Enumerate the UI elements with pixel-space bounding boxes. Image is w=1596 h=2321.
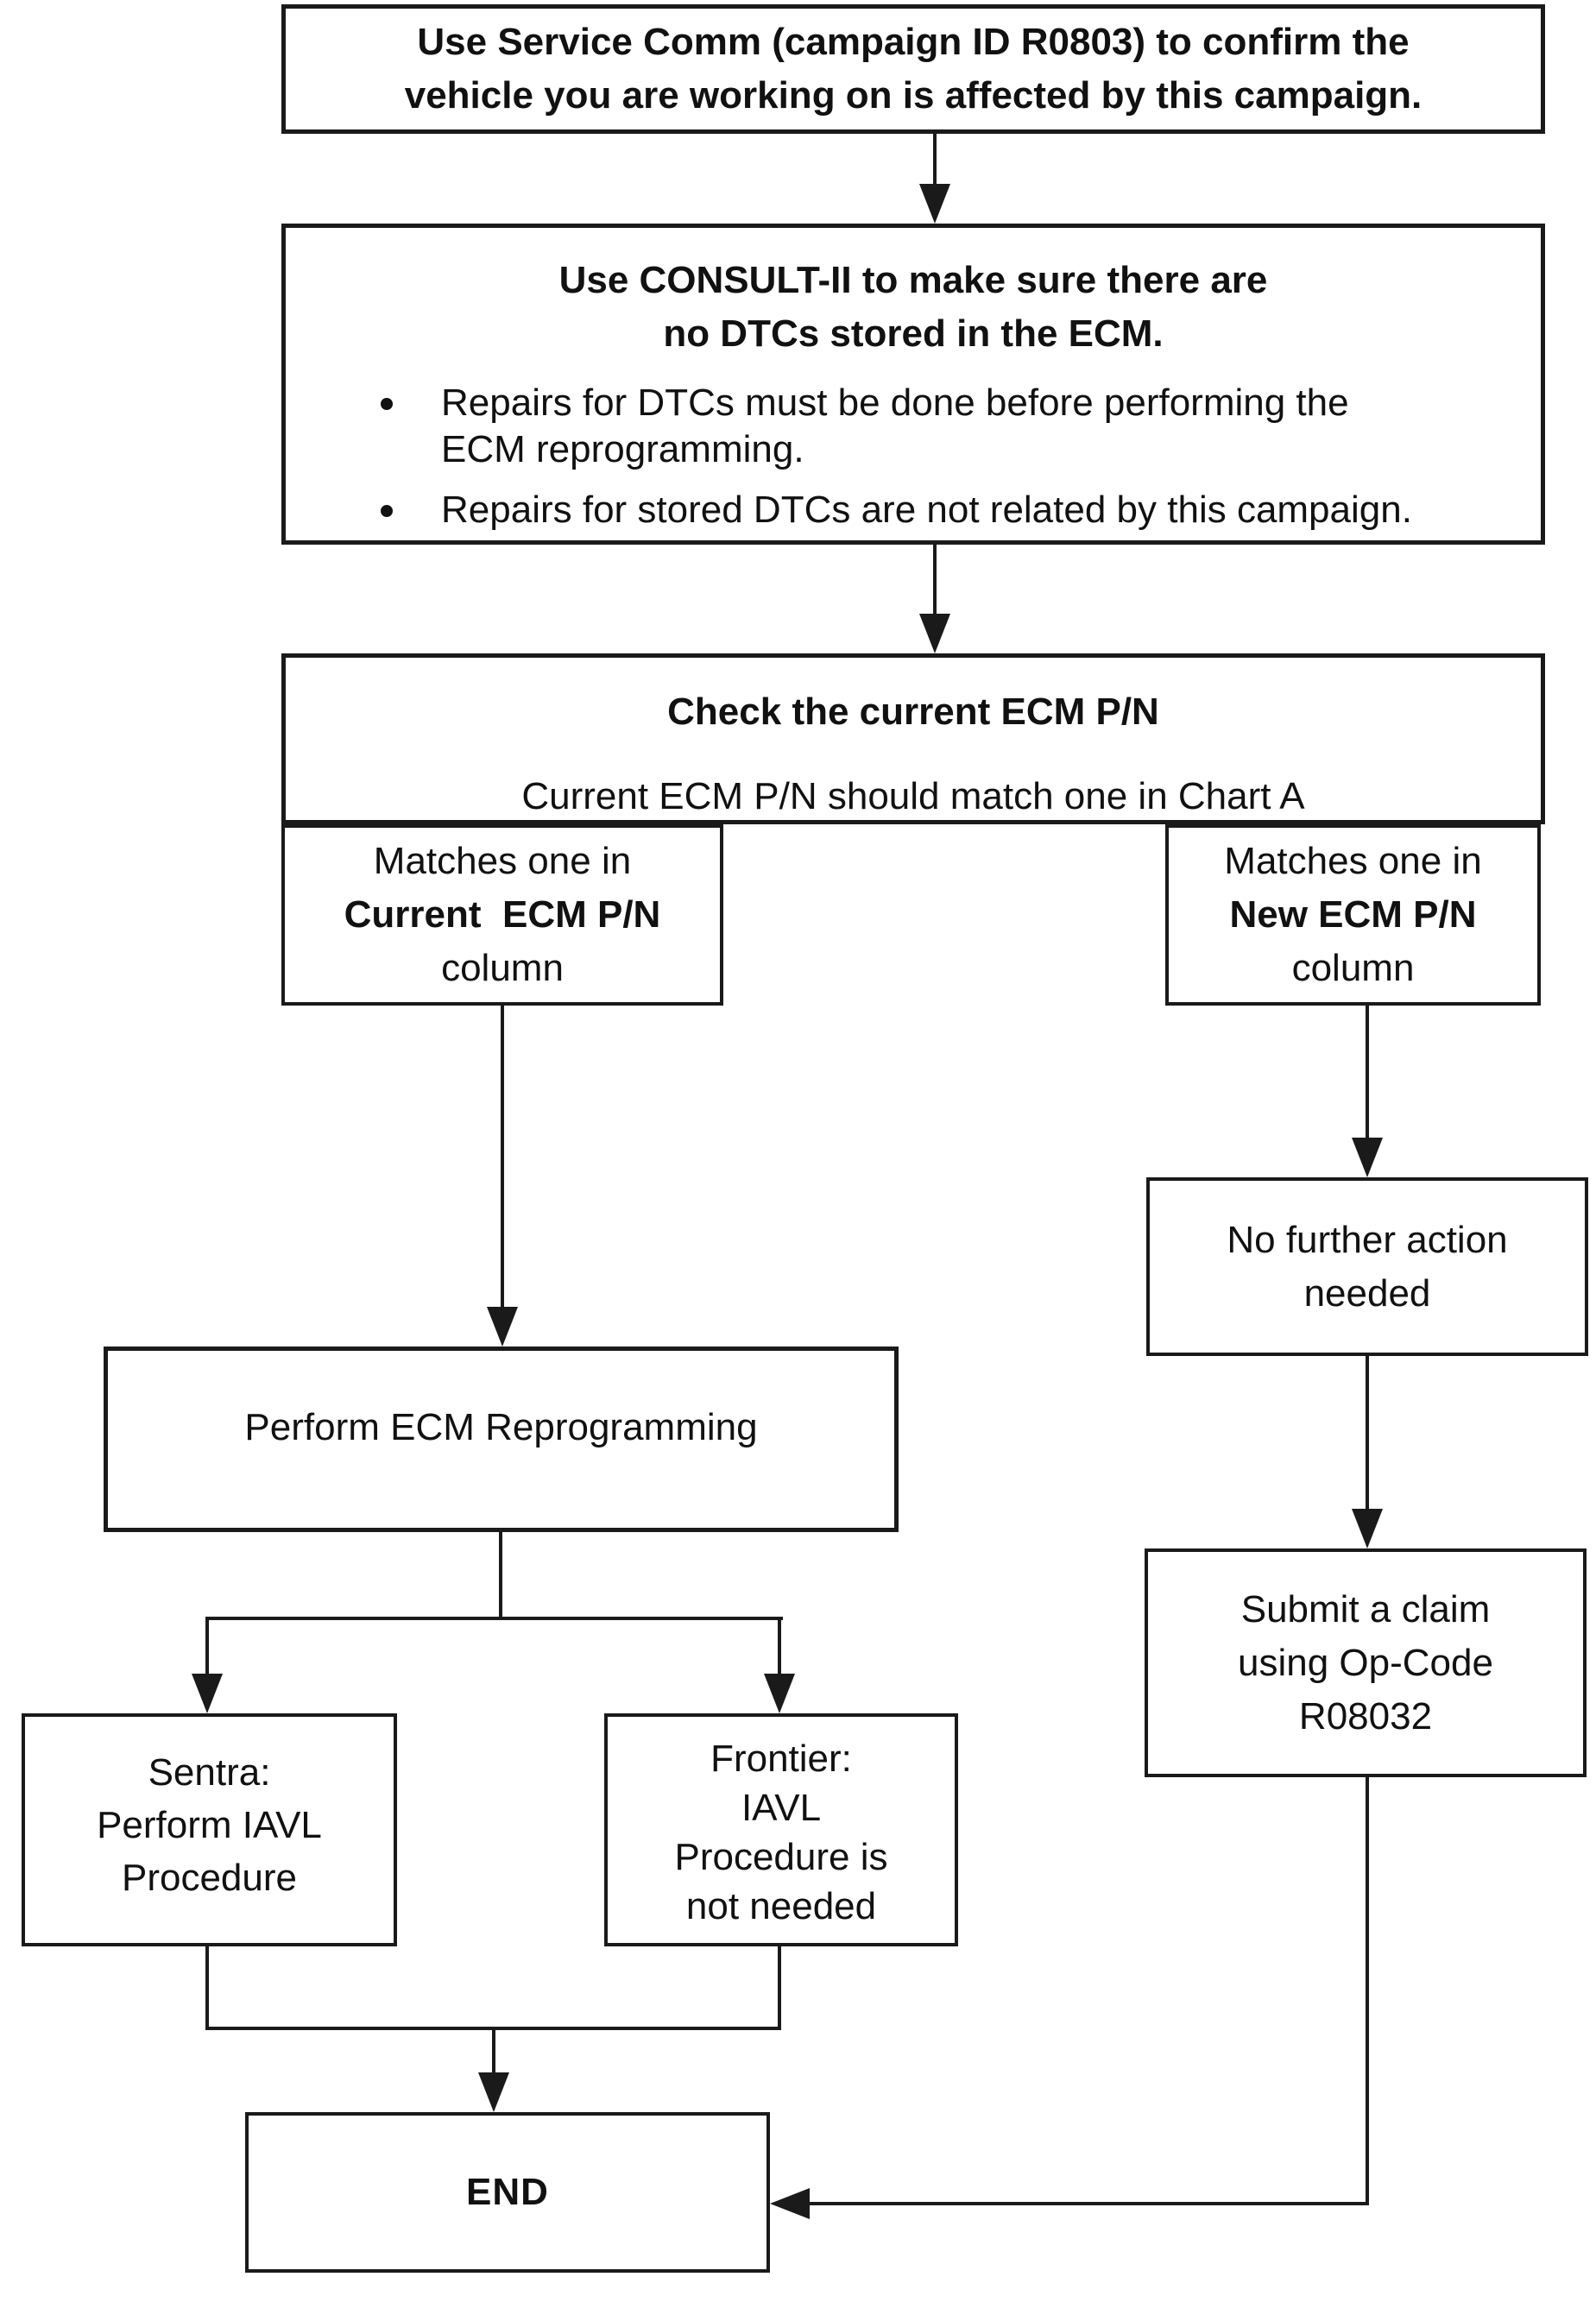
text-line: vehicle you are working on is affected b… — [404, 74, 1423, 117]
bullet-item: Repairs for stored DTCs are not related … — [286, 487, 1541, 533]
text-line: using Op-Code — [1238, 1641, 1493, 1684]
connector-split-to-sentra — [205, 1617, 209, 1675]
arrowhead-down-icon — [919, 614, 950, 653]
text-line: Procedure is — [674, 1836, 888, 1878]
text-line: no DTCs stored in the ECM. — [663, 312, 1164, 355]
text-line: END — [466, 2171, 549, 2213]
node-perform-reprogramming: Perform ECM Reprogramming — [104, 1347, 899, 1532]
node-confirm-campaign: Use Service Comm (campaign ID R0803) to … — [281, 4, 1545, 134]
connector-sentra-down — [205, 1945, 209, 2030]
bullet-dot-icon — [381, 505, 393, 517]
text-line: not needed — [685, 1885, 877, 1927]
text-line: Current ECM P/N should match one in Char… — [521, 775, 1305, 817]
connector-noaction-to-submit — [1366, 1354, 1369, 1511]
text-line: Use Service Comm (campaign ID R0803) to … — [417, 21, 1410, 63]
node-check-ecm-pn: Check the current ECM P/N Current ECM P/… — [281, 653, 1545, 824]
node-frontier-iavl: Frontier: IAVL Procedure is not needed — [604, 1713, 958, 1946]
bullet-text: Repairs for DTCs must be done before per… — [441, 380, 1349, 473]
text-line: Procedure — [121, 1857, 297, 1899]
text-line: Perform IAVL — [97, 1804, 322, 1846]
arrowhead-down-icon — [764, 1674, 795, 1713]
arrowhead-down-icon — [1352, 1509, 1383, 1548]
connector-submit-to-end — [808, 2202, 1369, 2205]
text-line: No further action — [1227, 1218, 1508, 1261]
connector-merge-to-end — [492, 2027, 495, 2074]
text-line: R08032 — [1298, 1694, 1433, 1738]
node-sentra-iavl: Sentra: Perform IAVL Procedure — [22, 1713, 397, 1946]
node-end: END — [245, 2112, 770, 2273]
text-line: column — [441, 947, 564, 989]
connector-consult-to-check — [933, 543, 937, 615]
connector-confirm-to-consult — [933, 132, 937, 186]
arrowhead-down-icon — [487, 1307, 518, 1347]
text-line: Use CONSULT-II to make sure there are — [558, 259, 1268, 301]
text-line: ECM reprogramming. — [441, 428, 804, 470]
arrowhead-down-icon — [478, 2072, 509, 2112]
text-line: Current ECM P/N — [344, 893, 661, 936]
node-no-further-action: No further action needed — [1146, 1177, 1588, 1356]
connector-split-to-frontier — [778, 1617, 781, 1675]
text-line: Repairs for DTCs must be done before per… — [441, 382, 1349, 424]
bullet-dot-icon — [381, 398, 393, 410]
connector-new-to-noaction — [1366, 1004, 1369, 1139]
connector-submit-down — [1366, 1775, 1369, 2205]
text-line: Frontier: — [710, 1738, 852, 1780]
text-line: Repairs for stored DTCs are not related … — [441, 489, 1412, 531]
text-line: New ECM P/N — [1229, 893, 1477, 936]
connector-current-to-perform — [501, 1004, 504, 1309]
arrowhead-down-icon — [1352, 1138, 1383, 1177]
text-line: Matches one in — [1224, 840, 1482, 882]
connector-perform-down — [499, 1530, 502, 1620]
text-line: column — [1291, 947, 1415, 989]
node-submit-claim: Submit a claim using Op-Code R08032 — [1145, 1548, 1587, 1777]
bullet-item: Repairs for DTCs must be done before per… — [286, 380, 1541, 473]
arrowhead-left-icon — [770, 2188, 810, 2219]
text-line: Perform ECM Reprogramming — [244, 1405, 758, 1448]
text-line: Submit a claim — [1240, 1587, 1491, 1630]
arrowhead-down-icon — [192, 1674, 223, 1713]
text-line: Sentra: — [148, 1751, 271, 1794]
node-match-new-pn: Matches one in New ECM P/N column — [1165, 824, 1541, 1006]
node-match-current-pn: Matches one in Current ECM P/N column — [281, 824, 723, 1006]
text-line: Check the current ECM P/N — [667, 691, 1159, 733]
bullet-text: Repairs for stored DTCs are not related … — [441, 487, 1412, 533]
node-consult-dtc-check: Use CONSULT-II to make sure there are no… — [281, 224, 1545, 545]
connector-split-line — [207, 1617, 783, 1620]
bullet-list: Repairs for DTCs must be done before per… — [286, 380, 1541, 547]
arrowhead-down-icon — [919, 184, 950, 224]
text-line: needed — [1303, 1271, 1431, 1315]
text-line: IAVL — [741, 1787, 822, 1829]
text-line: Matches one in — [373, 840, 632, 882]
connector-frontier-down — [778, 1945, 781, 2030]
